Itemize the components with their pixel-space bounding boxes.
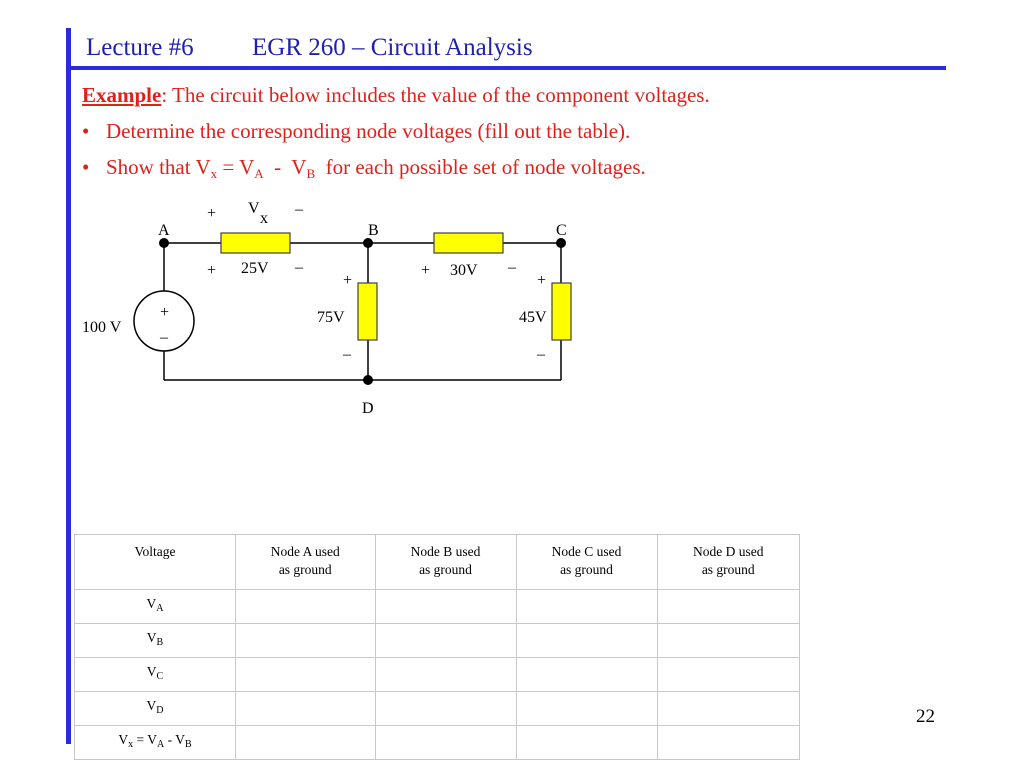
left-accent-bar [66, 28, 71, 744]
table-row: VC [74, 657, 800, 692]
table-cell[interactable] [235, 657, 376, 692]
node-d-dot [363, 375, 373, 385]
table-row: VB [74, 623, 800, 658]
page-number: 22 [916, 706, 935, 727]
r2-value: 30V [450, 262, 478, 279]
example-text: : The circuit below includes the value o… [161, 83, 710, 107]
voltage-source [133, 290, 195, 352]
title-underline [66, 66, 946, 70]
node-c-label: C [556, 222, 567, 239]
table-cell[interactable] [235, 589, 376, 624]
table-cell[interactable] [515, 589, 658, 624]
node-c-dot [556, 238, 566, 248]
r1-plus: + [207, 262, 216, 279]
lecture-number: Lecture #6 [86, 34, 194, 61]
table-cell[interactable] [374, 657, 517, 692]
source-value: 100 V [82, 319, 122, 336]
course-title: EGR 260 – Circuit Analysis [252, 34, 533, 61]
table-row: VD [74, 691, 800, 726]
r2-minus: – [507, 259, 517, 276]
bullet-2-text: Show that Vx = VA - VB for each possible… [106, 155, 646, 181]
r4-minus: – [536, 346, 546, 363]
row-label-vc: VC [74, 657, 236, 692]
r3-minus: – [342, 346, 352, 363]
resistor-30v [433, 232, 504, 254]
table-cell[interactable] [374, 691, 517, 726]
node-b-label: B [368, 222, 379, 239]
row-label-va: VA [74, 589, 236, 624]
r2-plus: + [421, 262, 430, 279]
table-row: VA [74, 589, 800, 624]
vx-minus: – [294, 201, 304, 218]
table-cell[interactable] [235, 691, 376, 726]
r4-value: 45V [519, 309, 547, 326]
table-cell[interactable] [235, 725, 376, 760]
source-minus: – [159, 329, 169, 346]
vx-plus: + [207, 205, 216, 222]
row-label-vd: VD [74, 691, 236, 726]
r1-minus: – [294, 259, 304, 276]
header-voltage: Voltage [74, 534, 236, 590]
table-cell[interactable] [374, 623, 517, 658]
table-cell[interactable] [656, 725, 800, 760]
node-d-label: D [362, 400, 374, 417]
table-row: Vx = VA - VB [74, 725, 800, 760]
vx-label: V [248, 200, 260, 217]
source-plus: + [160, 304, 169, 321]
resistor-75v [357, 282, 378, 341]
table-cell[interactable] [515, 657, 658, 692]
r3-value: 75V [317, 309, 345, 326]
table-cell[interactable] [515, 691, 658, 726]
example-line: Example: The circuit below includes the … [82, 83, 710, 108]
node-a-label: A [158, 222, 170, 239]
row-label-vb: VB [74, 623, 236, 658]
resistor-25v [220, 232, 291, 254]
table-cell[interactable] [515, 623, 658, 658]
bullet-dot: • [82, 155, 90, 179]
table-cell[interactable] [656, 589, 800, 624]
bullet-1: • Determine the corresponding node volta… [82, 119, 630, 144]
table-cell[interactable] [235, 623, 376, 658]
resistor-45v [551, 282, 572, 341]
bullet-2: • Show that Vx = VA - VB for each possib… [82, 155, 646, 181]
bullet-1-text: Determine the corresponding node voltage… [106, 119, 631, 143]
r3-plus: + [343, 272, 352, 289]
example-label: Example [82, 83, 162, 107]
table-cell[interactable] [515, 725, 658, 760]
vx-sub: x [260, 210, 268, 227]
table-cell[interactable] [656, 623, 800, 658]
circuit-diagram: A B C D + V x – + 25V – + 30V – + 75V – … [82, 200, 572, 417]
row-label-vx: Vx = VA - VB [74, 725, 236, 760]
r4-plus: + [537, 272, 546, 289]
node-b-dot [363, 238, 373, 248]
table-cell[interactable] [656, 657, 800, 692]
table-cell[interactable] [374, 589, 517, 624]
table-cell[interactable] [656, 691, 800, 726]
bullet-dot: • [82, 119, 90, 143]
node-a-dot [159, 238, 169, 248]
r1-value: 25V [241, 260, 269, 277]
table-cell[interactable] [374, 725, 517, 760]
